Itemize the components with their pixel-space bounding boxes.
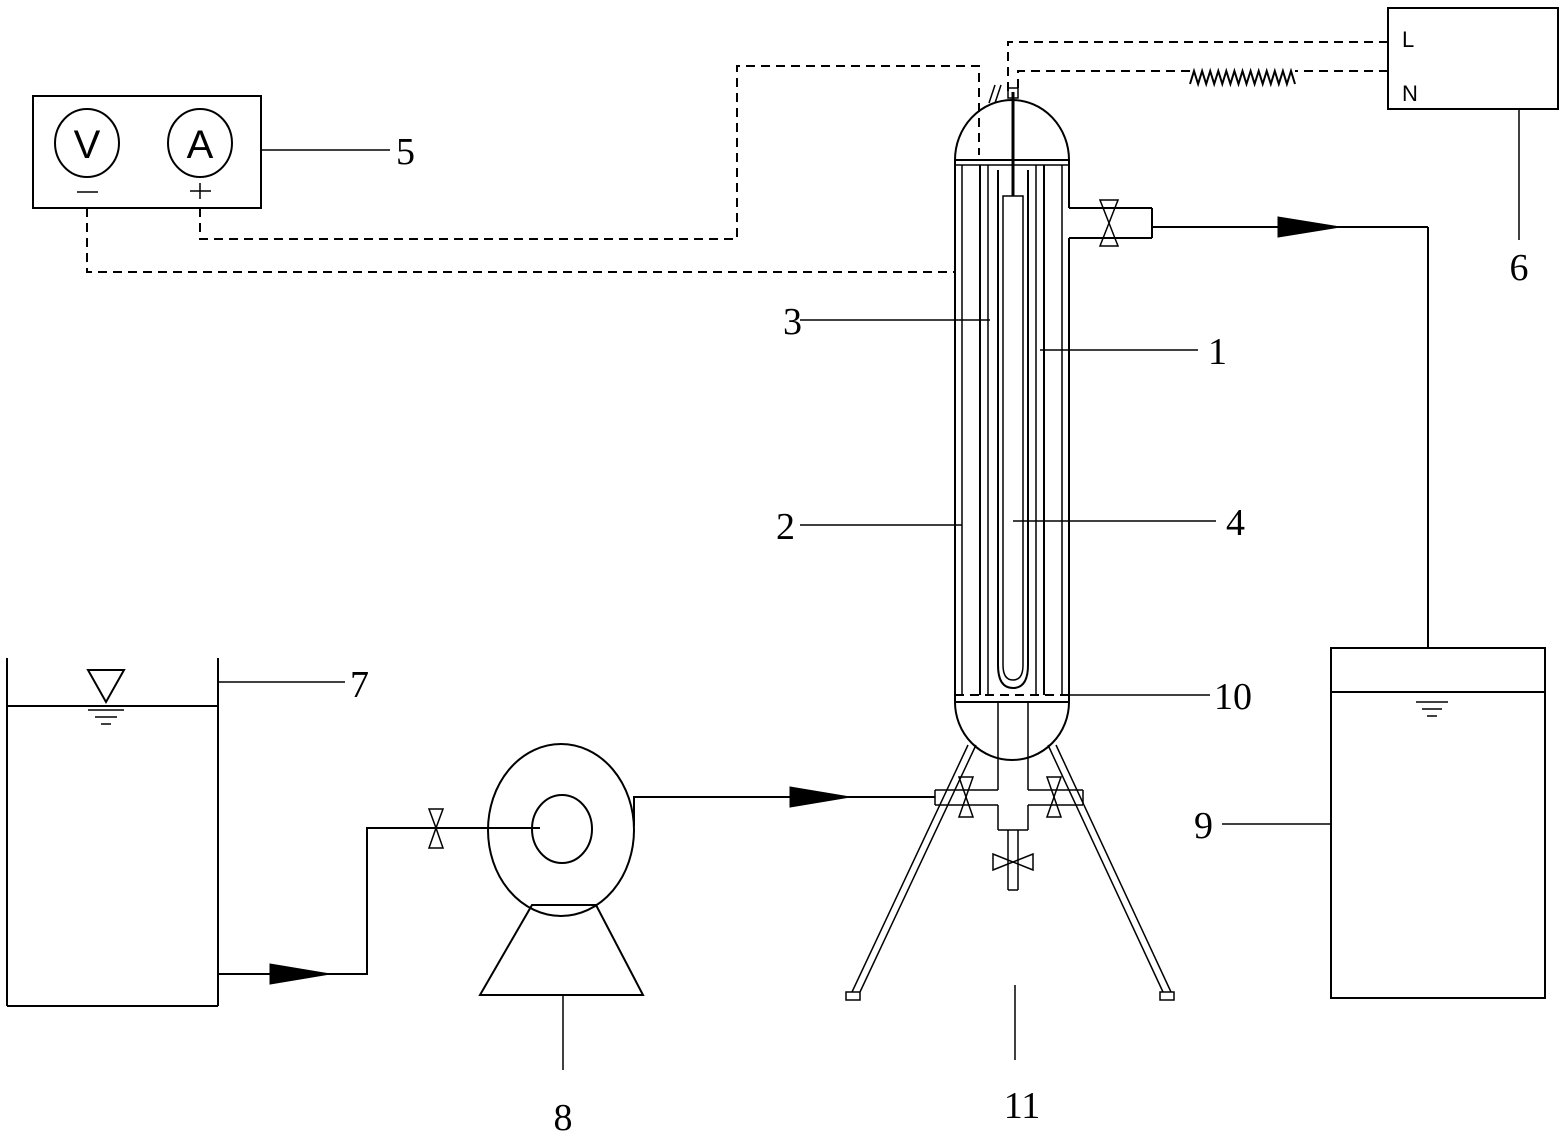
meter-box: V A: [32, 95, 262, 209]
ammeter-icon: [167, 108, 233, 178]
flow-arrow-outlet: [1277, 216, 1341, 238]
cathode-wire: [86, 208, 955, 273]
suction-line: [218, 827, 540, 975]
valve-inlet-right-icon: [1045, 776, 1063, 818]
reactor-stand: [845, 744, 1175, 1001]
label-6: 6: [1510, 247, 1529, 289]
terminal-live: L: [1402, 27, 1414, 52]
flow-arrow-feed: [269, 963, 331, 985]
valve-inlet-left-icon: [957, 776, 975, 818]
discharge-line: [633, 796, 935, 826]
heater-element: [1002, 195, 1024, 681]
pump: [478, 743, 645, 996]
label-7: 7: [350, 664, 369, 706]
label-5: 5: [396, 131, 415, 173]
pump-base: [478, 904, 645, 996]
vent-pin: [988, 84, 996, 104]
outlet-pipe: [1069, 207, 1429, 648]
feed-tank: [6, 658, 219, 1007]
pump-housing: [487, 743, 635, 917]
label-1: 1: [1208, 331, 1227, 373]
pump-impeller: [531, 794, 593, 864]
heating-coil-icon: [1189, 67, 1296, 88]
power-supply-box: L N: [1387, 7, 1559, 110]
collection-tank: [1330, 647, 1546, 999]
voltmeter-icon: [54, 108, 120, 178]
flow-arrow-discharge: [789, 786, 851, 808]
label-2: 2: [776, 506, 795, 548]
valve-suction-icon: [427, 808, 445, 849]
valve-drain-icon: [992, 852, 1034, 872]
heater-tube: [997, 170, 1029, 690]
valve-outlet-icon: [1098, 199, 1120, 247]
ammeter-symbol: A: [187, 123, 214, 167]
label-8: 8: [554, 1097, 573, 1139]
reactor-column: [934, 84, 1084, 891]
label-4: 4: [1226, 502, 1245, 544]
label-9: 9: [1194, 805, 1213, 847]
label-11: 11: [1004, 1085, 1041, 1127]
voltmeter-symbol: V: [74, 123, 101, 167]
terminal-neutral: N: [1402, 81, 1418, 106]
live-wire: [1007, 41, 1388, 92]
water-level-triangle-icon: [86, 669, 126, 705]
label-10: 10: [1214, 676, 1252, 718]
anode-wire: [199, 65, 980, 240]
label-3: 3: [783, 301, 802, 343]
